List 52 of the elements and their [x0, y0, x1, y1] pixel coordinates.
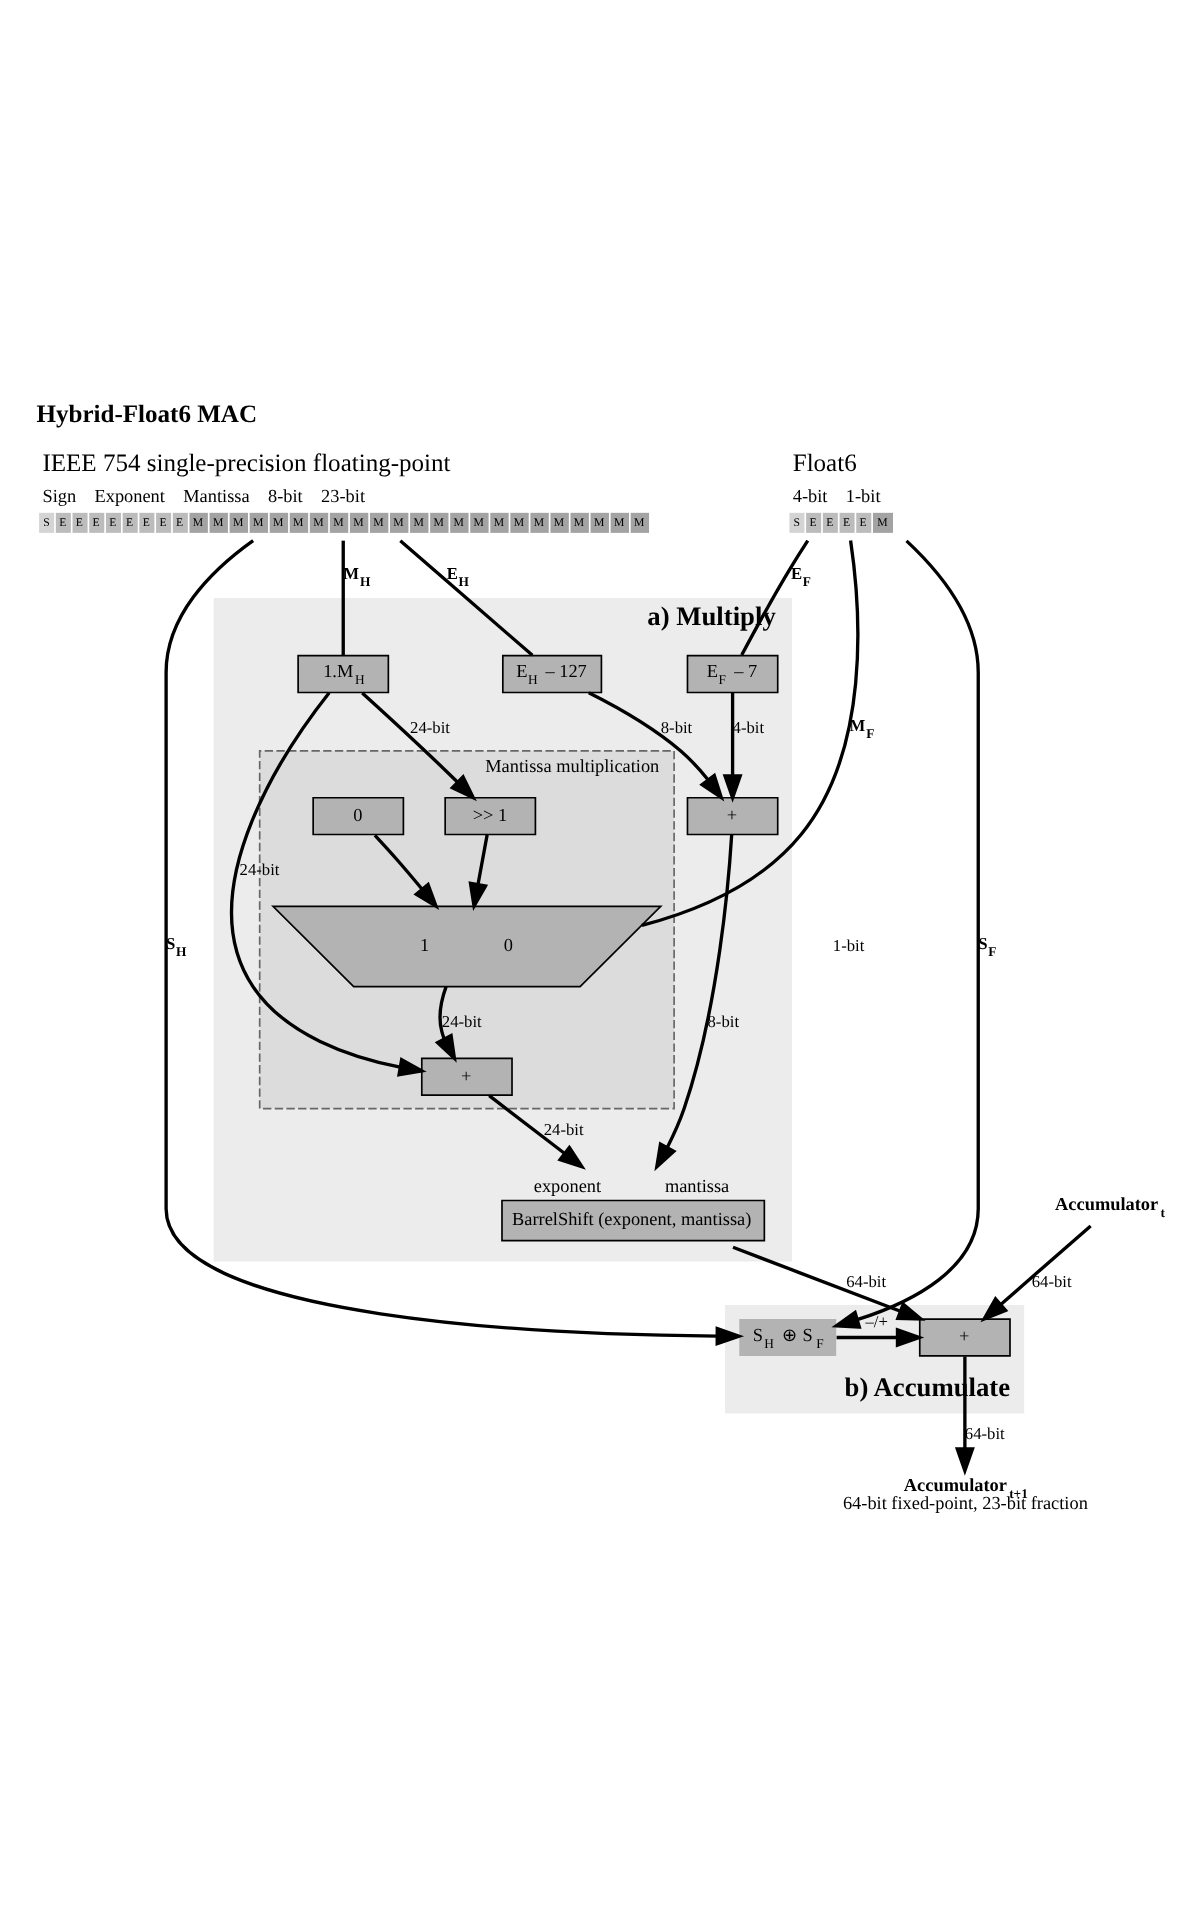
node-label: IEEE 754 single-precision floating-point: [42, 448, 451, 477]
edge-label: M$_{F}$: [849, 715, 875, 741]
node-label: 4-bit 1-bit: [792, 485, 881, 506]
diagram-title: Hybrid-Float6 MAC: [36, 398, 257, 427]
arrow: [434, 985, 457, 1062]
arrow: [722, 691, 743, 802]
arrow: [836, 1326, 925, 1347]
arrow: [373, 833, 440, 910]
edge-label: 4-bit: [732, 717, 765, 736]
edge-label: E$_{H}$: [446, 563, 469, 589]
arrow: [230, 690, 427, 1076]
edge-label: 24-bit: [410, 717, 450, 736]
node-box: E$_{F}$ – 7: [686, 653, 779, 693]
arrow: [654, 833, 734, 1171]
edge-label: E$_{F}$: [791, 563, 811, 589]
edge-label: 24-bit: [239, 859, 280, 878]
arrow: [488, 1093, 586, 1169]
node-box: +: [686, 795, 779, 835]
arrow: [468, 833, 489, 911]
arrow: [831, 538, 980, 1328]
node-box: E$_{H}$ – 127: [502, 653, 603, 693]
node-label: Float6: [792, 448, 857, 477]
arrow: [732, 1244, 926, 1320]
node-label: Sign Exponent Mantissa 8-bit 23-bit: [42, 485, 366, 506]
arrow: [361, 690, 477, 801]
edge-label: –/+: [865, 1312, 888, 1331]
edge-label: 64-bit: [846, 1272, 887, 1291]
arrow: [954, 1355, 975, 1475]
node-box: 0: [312, 795, 405, 835]
arrow: [588, 690, 725, 801]
node-text: Accumulator$_{t}$: [1055, 1193, 1165, 1221]
connector: [740, 538, 810, 655]
node-label: exponent: [533, 1174, 602, 1195]
edge-label: 64-bit: [1031, 1272, 1072, 1291]
node-box: S$_{H}$ ⊕ S$_{F}$: [739, 1318, 837, 1355]
connector: [341, 539, 345, 655]
edge-label: 24-bit: [543, 1120, 584, 1139]
node-box: 1.M$_{H}$: [297, 653, 390, 693]
label: 1-bit: [832, 935, 865, 954]
arrow: [980, 1223, 1092, 1322]
arrow: [164, 538, 744, 1346]
connector: [399, 538, 534, 656]
edge-label: 64-bit: [964, 1424, 1005, 1443]
edge-label: 8-bit: [707, 1011, 740, 1030]
node-label: mantissa: [664, 1174, 730, 1195]
node-text: Accumulator$_{t+1}$ 64-bit fixed-point, 23-bit fraction: [842, 1473, 1088, 1513]
edge-label: 24-bit: [441, 1011, 482, 1030]
connector: [641, 539, 860, 926]
node-box: +: [420, 1056, 513, 1096]
edge-label: 8-bit: [660, 717, 693, 736]
node-box: >> 1: [444, 795, 537, 835]
node-box: +: [918, 1317, 1011, 1356]
